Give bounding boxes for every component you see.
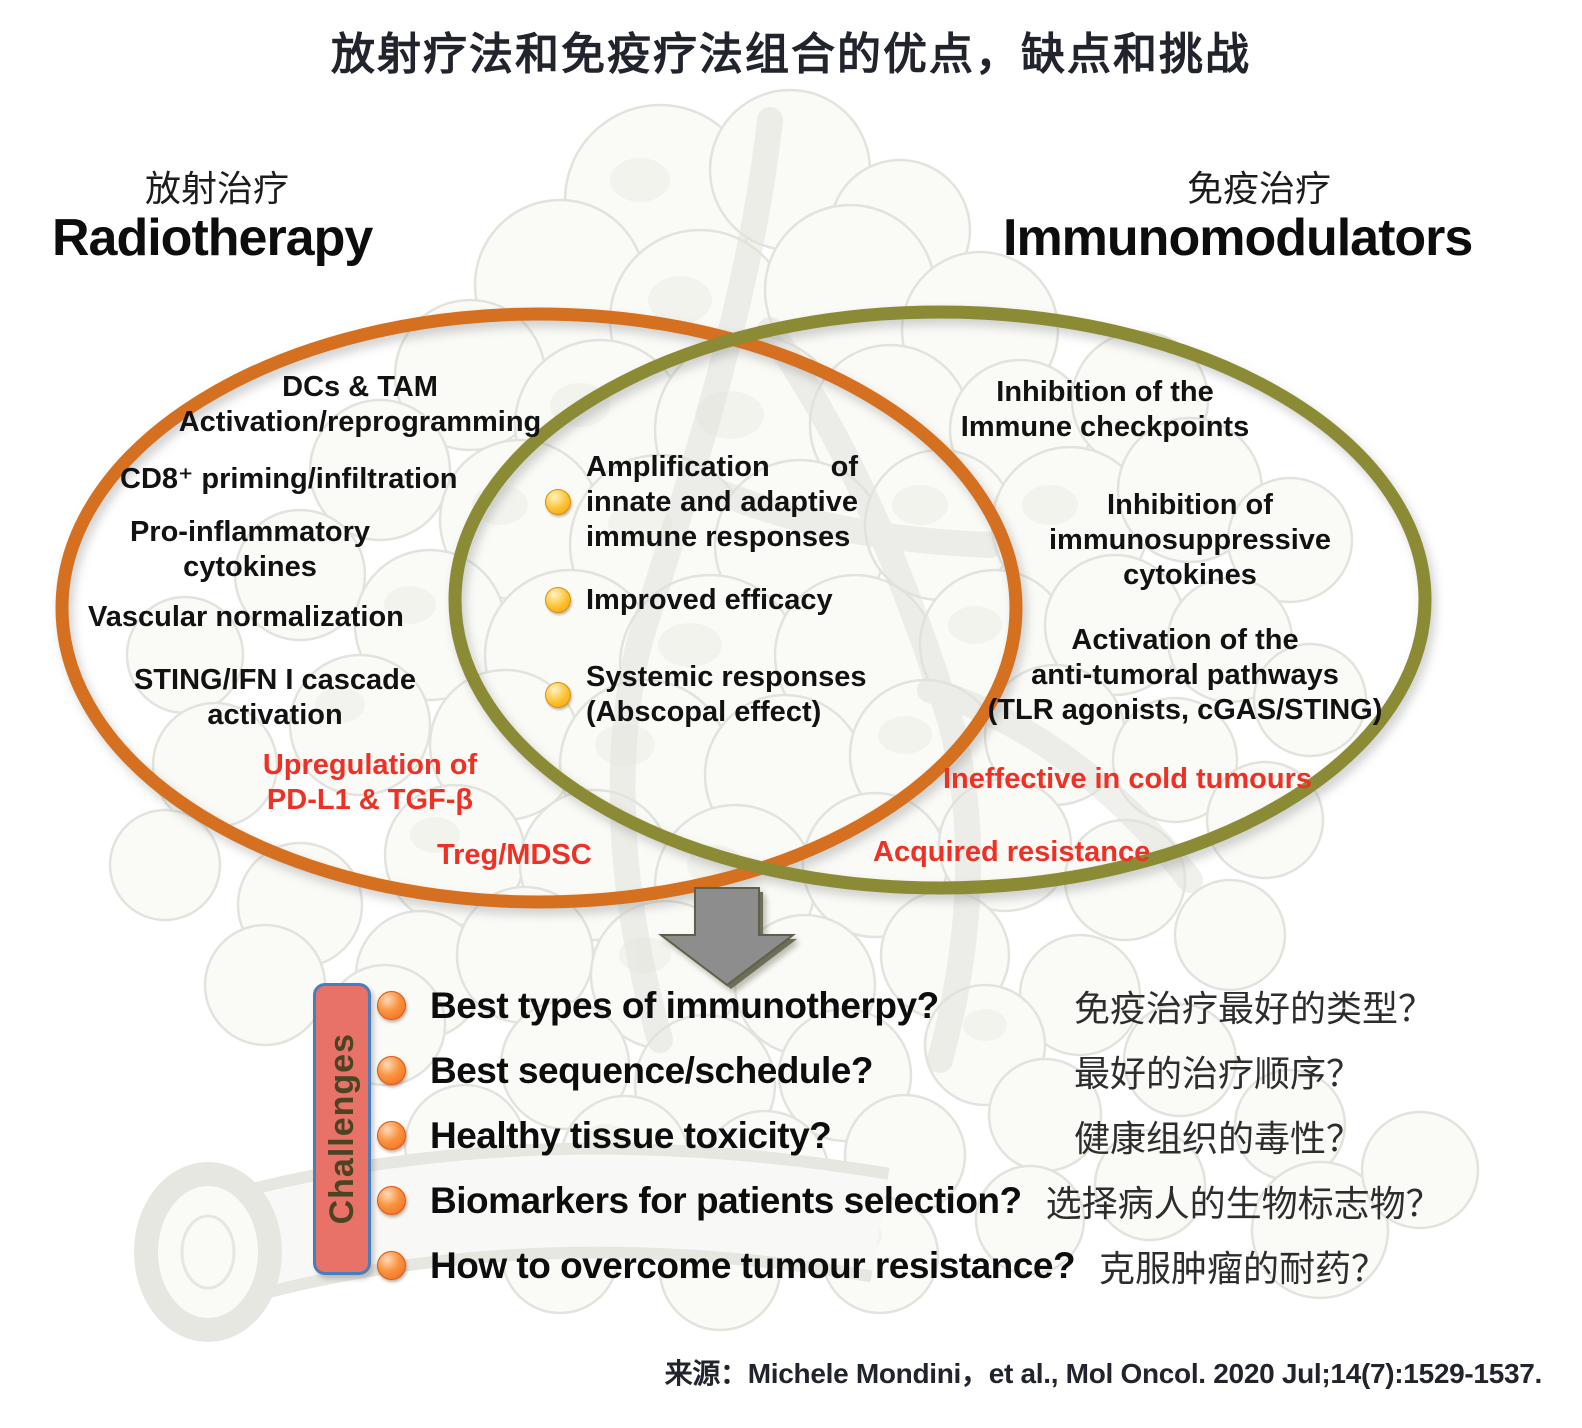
- page-title: 放射疗法和免疫疗法组合的优点，缺点和挑战: [331, 30, 1251, 79]
- right-item-immune-checkpoints: Inhibition of the Immune checkpoints: [960, 376, 1250, 443]
- source-citation: 来源：Michele Mondini，et al., Mol Oncol. 20…: [664, 1358, 1543, 1389]
- challenge-row: Best types of immunotherpy? 免疫治疗最好的类型？: [377, 973, 1567, 1038]
- bullet-icon: [377, 1251, 406, 1280]
- challenges-list: Best types of immunotherpy? 免疫治疗最好的类型？ B…: [377, 973, 1567, 1298]
- left-caution-treg-mdsc: Treg/MDSC: [437, 839, 592, 871]
- overlap-item-systemic-responses: Systemic responses (Abscopal effect): [545, 660, 866, 730]
- left-item-dcs-tam: DCs & TAM Activation/reprogramming: [178, 371, 542, 438]
- right-caution-cold-tumours: Ineffective in cold tumours: [943, 763, 1312, 795]
- radiotherapy-title-zh: 放射治疗: [145, 168, 290, 209]
- immunomodulators-ring: [448, 305, 1432, 895]
- left-item-cd8-priming: CD8⁺ priming/infiltration: [120, 463, 458, 495]
- challenge-row: Healthy tissue toxicity? 健康组织的毒性？: [377, 1103, 1567, 1168]
- bullet-icon: [377, 1186, 406, 1215]
- left-caution-pdl1-tgfb: Upregulation of PD-L1 & TGF-β: [262, 749, 478, 816]
- left-item-vascular-normalization: Vascular normalization: [88, 601, 404, 633]
- challenges-label: Challenges: [313, 983, 371, 1275]
- left-item-sting-ifn-cascade: STING/IFN I cascade activation: [133, 664, 417, 731]
- radiotherapy-ring: [55, 307, 1023, 909]
- right-item-antitumoral-pathways: Activation of the anti-tumoral pathways …: [987, 624, 1383, 726]
- overlap-item-amplification: Amplification of innate and adaptive imm…: [545, 450, 858, 554]
- radiotherapy-title-en: Radiotherapy: [52, 209, 373, 267]
- left-item-proinflammatory-cytokines: Pro-inflammatory cytokines: [129, 516, 371, 583]
- right-item-immunosuppressive-cytokines: Inhibition of immunosuppressive cytokine…: [1048, 489, 1332, 591]
- immunomodulators-title-zh: 免疫治疗: [1187, 168, 1332, 209]
- challenge-row: How to overcome tumour resistance? 克服肿瘤的…: [377, 1233, 1567, 1298]
- bullet-icon: [377, 991, 406, 1020]
- right-caution-acquired-resistance: Acquired resistance: [873, 836, 1151, 868]
- immunomodulators-title-en: Immunomodulators: [1003, 209, 1473, 267]
- challenge-row: Biomarkers for patients selection? 选择病人的…: [377, 1168, 1567, 1233]
- bullet-icon: [545, 681, 571, 708]
- bullet-icon: [377, 1121, 406, 1150]
- bullet-icon: [545, 587, 571, 614]
- bullet-icon: [377, 1056, 406, 1085]
- challenge-row: Best sequence/schedule? 最好的治疗顺序？: [377, 1038, 1567, 1103]
- bullet-icon: [545, 489, 571, 516]
- overlap-item-improved-efficacy: Improved efficacy: [545, 583, 833, 618]
